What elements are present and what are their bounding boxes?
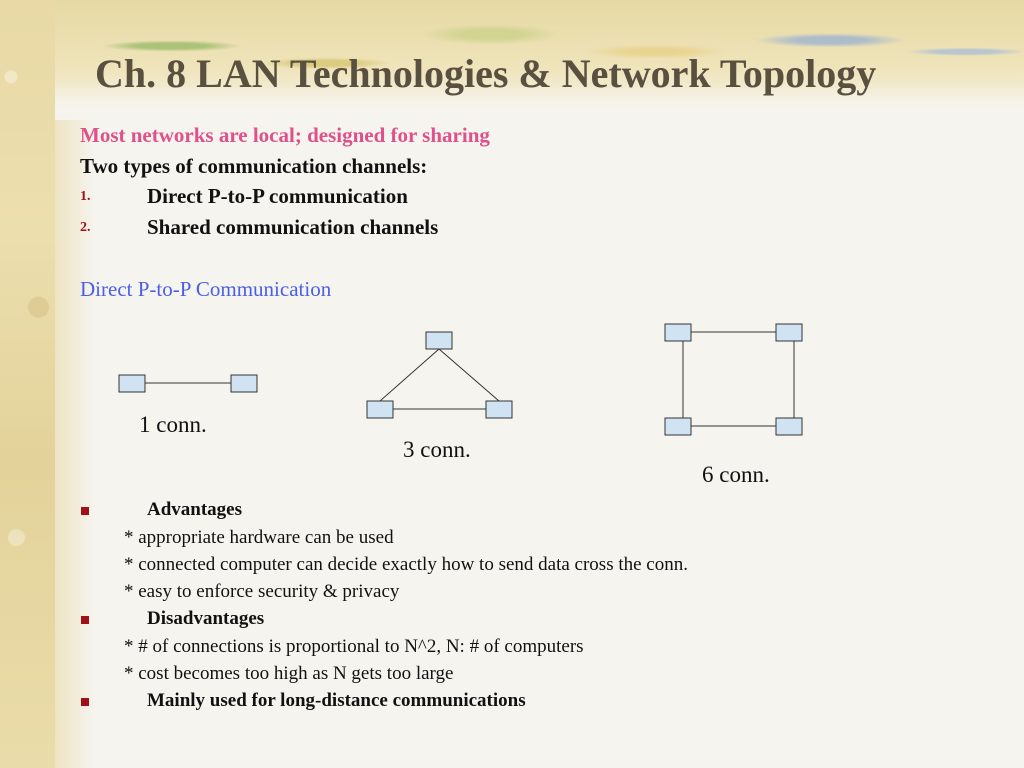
intro-pink-text: Most networks are local; designed for sh… [80, 123, 490, 147]
computer-node [366, 400, 394, 419]
disadvantage-item-2: * cost becomes too high as N gets too la… [124, 663, 454, 684]
computer-node [775, 417, 803, 436]
computer-node [230, 374, 258, 393]
computer-node [775, 323, 803, 342]
slide-title: Ch. 8 LAN Technologies & Network Topolog… [95, 51, 877, 96]
computer-node [485, 400, 513, 419]
link-line [379, 348, 440, 402]
caption-6-conn: 6 conn. [702, 462, 770, 487]
diagram-two-nodes [118, 374, 258, 393]
bullet-square [81, 616, 89, 624]
disadvantage-item-1: * # of connections is proportional to N^… [124, 636, 584, 657]
section-heading: Direct P-to-P Communication [80, 277, 332, 301]
diagram-four-nodes [664, 323, 803, 436]
advantage-item-1: * appropriate hardware can be used [124, 527, 394, 548]
disadvantages-heading: Disadvantages [147, 608, 265, 629]
list-item-2: Shared communication channels [147, 215, 439, 239]
advantage-item-2: * connected computer can decide exactly … [124, 554, 688, 575]
header-banner-fade [55, 85, 1024, 120]
computer-node [118, 374, 146, 393]
list-number-2: 2. [80, 220, 91, 235]
advantage-item-3: * easy to enforce security & privacy [124, 581, 400, 602]
computer-node [664, 417, 692, 436]
caption-1-conn: 1 conn. [139, 412, 207, 437]
computer-node [664, 323, 692, 342]
bullet-square [81, 698, 89, 706]
caption-3-conn: 3 conn. [403, 437, 471, 462]
list-number-1: 1. [80, 189, 91, 204]
advantages-heading: Advantages [147, 499, 243, 520]
left-decor-strip [0, 0, 95, 768]
diagram-three-nodes [366, 331, 513, 419]
computer-node [425, 331, 453, 350]
link-line [438, 348, 500, 402]
final-bullet-text: Mainly used for long-distance communicat… [147, 690, 526, 711]
bullet-square [81, 507, 89, 515]
list-item-1: Direct P-to-P communication [147, 184, 408, 208]
intro-black-text: Two types of communication channels: [80, 154, 428, 178]
